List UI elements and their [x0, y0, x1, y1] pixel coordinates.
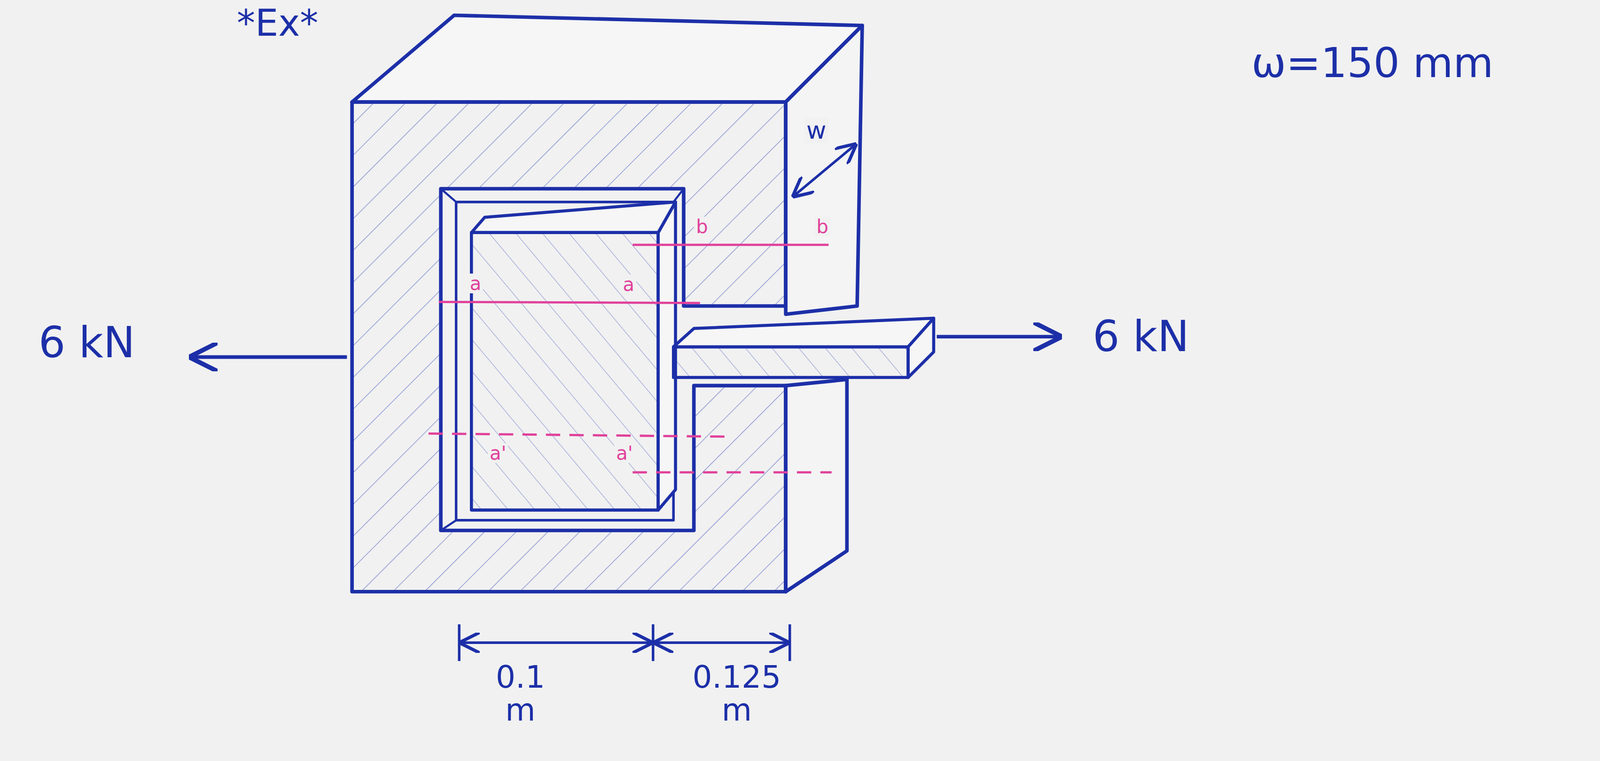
section-label: a': [487, 443, 509, 463]
section-lines: [428, 244, 832, 473]
dimension-label: w: [804, 117, 829, 144]
dimension-label: 0.125 m: [690, 660, 783, 726]
section-label: b: [814, 216, 831, 237]
dimension-label: 0.1 m: [493, 660, 547, 726]
section-label: a: [620, 274, 637, 295]
dimension-lines: [459, 144, 856, 661]
dimension-note: ω=150 mm: [1249, 41, 1496, 85]
section-label: a': [614, 443, 635, 463]
example-title: *Ex*: [234, 4, 320, 43]
force-label: 6 kN: [1090, 314, 1191, 360]
force-label: 6 kN: [36, 320, 137, 366]
inner-plate: [471, 202, 676, 510]
section-label: b: [694, 216, 710, 237]
frame: [351, 15, 863, 592]
section-label: a: [468, 273, 484, 294]
load-arrows: [191, 336, 1060, 357]
pull-bar: [673, 318, 934, 378]
